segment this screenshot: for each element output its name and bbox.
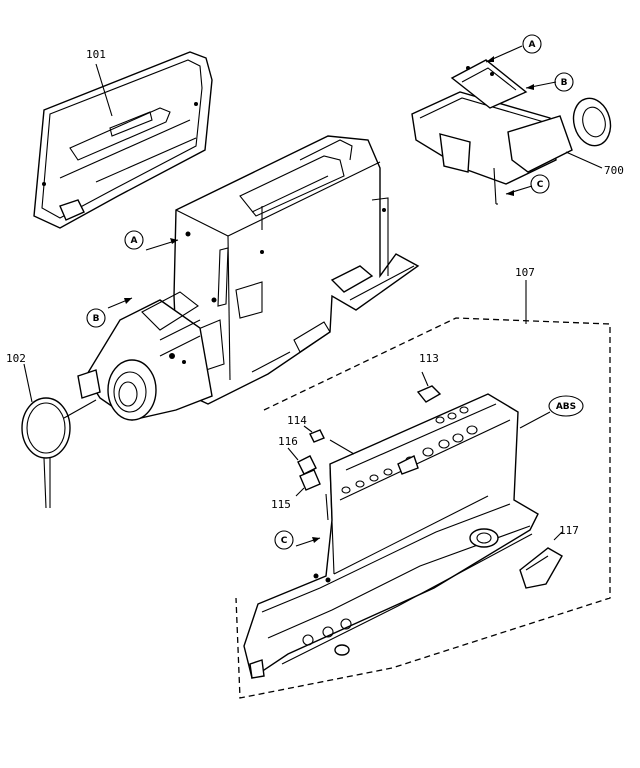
camera-chassis	[173, 135, 420, 405]
callout-b-top-letter: B	[561, 78, 568, 88]
callout-b-left: B	[86, 297, 133, 328]
label-114: 114	[287, 414, 307, 427]
label-101: 101	[86, 48, 106, 61]
label-116: 116	[278, 435, 298, 448]
callout-c-top-letter: C	[537, 180, 544, 190]
callout-a-top: A	[485, 34, 542, 63]
part-116: 116	[278, 435, 317, 475]
part-113: 113	[416, 352, 442, 403]
label-700: 700	[604, 164, 624, 177]
leader-101: 101	[86, 48, 113, 117]
callout-c-lower: C	[274, 530, 321, 550]
leader-700: 700	[565, 151, 624, 177]
callout-b-top: B	[525, 72, 574, 92]
label-117: 117	[559, 524, 579, 537]
callout-a-left-letter: A	[131, 236, 138, 246]
callout-c-top: C	[505, 174, 550, 196]
callout-abs: ABS	[519, 395, 584, 429]
callout-b-left-letter: B	[93, 314, 100, 324]
part-115: 115	[271, 469, 321, 511]
part-114: 114	[287, 414, 325, 443]
lens-assembly	[77, 291, 213, 421]
side-panel-body	[243, 393, 539, 680]
label-102: 102	[6, 352, 26, 365]
part-107-group: 107	[235, 266, 611, 699]
part-700-viewfinder	[411, 59, 612, 205]
side-panel-leaders	[325, 439, 355, 521]
callout-abs-text: ABS	[556, 402, 576, 412]
callout-a-left: A	[124, 230, 179, 251]
part-117-cover: 117	[519, 524, 579, 589]
part-101-door-panel	[33, 51, 213, 229]
label-115: 115	[271, 498, 291, 511]
part-102-lens-cap: 102	[6, 352, 97, 509]
label-113: 113	[419, 352, 439, 365]
callout-c-lower-letter: C	[281, 536, 288, 546]
callout-a-top-letter: A	[529, 40, 536, 50]
label-107: 107	[515, 266, 535, 279]
